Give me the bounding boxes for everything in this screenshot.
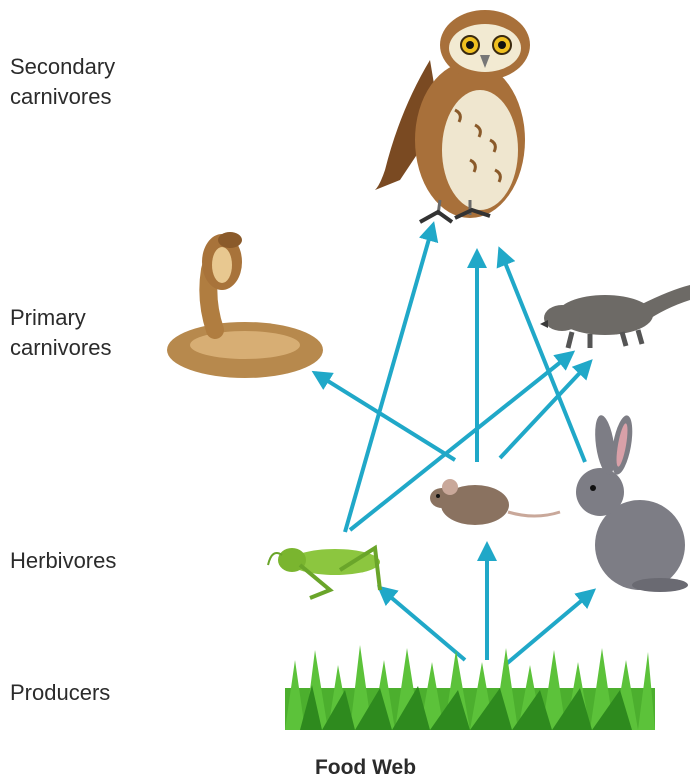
mongoose-icon xyxy=(540,285,690,348)
arrow-grass-to-grasshopper xyxy=(380,588,465,660)
energy-flow-arrows xyxy=(315,225,593,665)
rabbit-icon xyxy=(576,414,688,592)
arrow-grasshopper-to-owl xyxy=(345,225,433,532)
arrow-grass-to-rabbit xyxy=(505,591,593,665)
cobra-icon xyxy=(167,232,323,378)
arrow-rabbit-to-owl xyxy=(500,250,585,462)
grass-icon xyxy=(285,645,655,730)
owl-icon xyxy=(375,10,530,222)
grasshopper-icon xyxy=(268,548,380,598)
mouse-icon xyxy=(430,479,560,525)
